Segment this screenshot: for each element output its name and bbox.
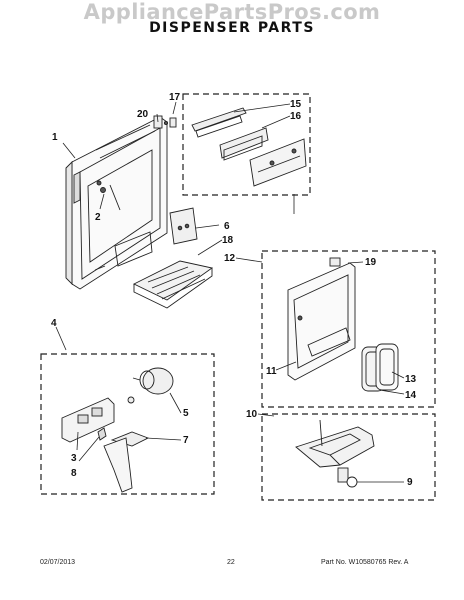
dispenser-housing-part — [65, 116, 168, 290]
group-box-12 — [261, 250, 436, 408]
footer-date: 02/07/2013 — [40, 559, 76, 566]
inner-housing-part — [287, 257, 356, 381]
drip-tray-part — [132, 260, 214, 309]
footer-page-number: 22 — [227, 559, 235, 566]
callout-6: 6 — [224, 221, 230, 232]
footer-part-number: Part No. W10580765 Rev. A — [321, 559, 409, 566]
callout-17: 17 — [169, 92, 181, 103]
callout-12: 12 — [224, 253, 236, 264]
callout-10: 10 — [246, 409, 258, 420]
callout-20: 20 — [137, 109, 149, 120]
callout-19: 19 — [365, 257, 377, 268]
callout-8: 8 — [71, 468, 77, 479]
switch-bracket-part — [61, 397, 150, 493]
lens-bezel-part — [361, 343, 399, 392]
callout-16: 16 — [290, 111, 302, 122]
callout-1: 1 — [52, 132, 58, 143]
chute-part — [295, 419, 375, 488]
callout-14: 14 — [405, 390, 417, 401]
callout-5: 5 — [183, 408, 189, 419]
callout-18: 18 — [222, 235, 234, 246]
group-box-4 — [40, 353, 215, 495]
page-title: DISPENSER PARTS — [149, 20, 315, 36]
watermark: AppliancePartsPros.com — [83, 0, 381, 24]
callout-13: 13 — [405, 374, 417, 385]
motor-part — [127, 367, 174, 404]
group-box-10 — [261, 413, 436, 501]
callout-7: 7 — [183, 435, 189, 446]
callout-9: 9 — [407, 477, 413, 488]
callout-15: 15 — [290, 99, 302, 110]
bracket-and-board-parts — [191, 107, 307, 187]
callout-11: 11 — [266, 366, 277, 377]
group-box-15-16 — [182, 93, 311, 196]
leader-lines — [55, 101, 405, 483]
callout-2: 2 — [95, 212, 101, 223]
callout-4: 4 — [51, 318, 57, 329]
callout-3: 3 — [71, 453, 77, 464]
cover-plate-part — [169, 207, 198, 245]
